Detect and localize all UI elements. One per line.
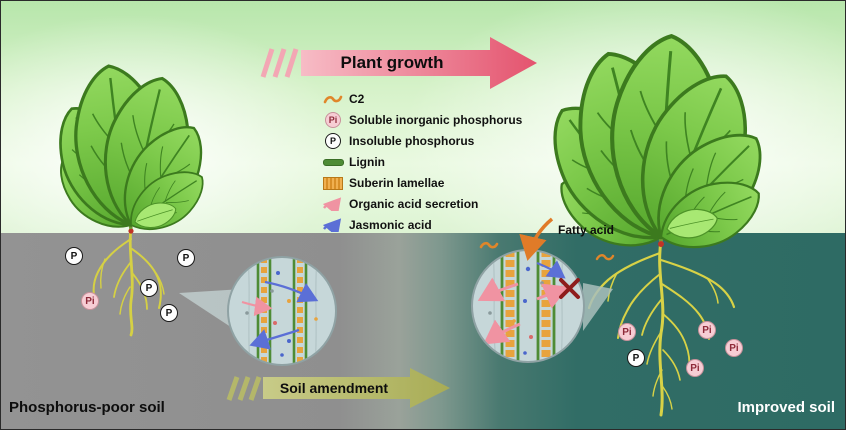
organic-acid-arrow	[483, 319, 521, 345]
jasmonic-acid-arrow	[249, 328, 300, 350]
legend-label: Organic acid secretion	[349, 197, 479, 211]
legend-item-suberin: Suberin lamellae	[321, 175, 522, 191]
right-root-inset	[471, 249, 585, 363]
left-root-inset	[227, 256, 337, 366]
plant-growth-label: Plant growth	[340, 53, 444, 72]
left-plant	[39, 58, 222, 245]
pi-circle-icon: Pi	[325, 112, 341, 128]
organic-acid-arrow	[536, 283, 569, 309]
particle-soluble-pi: Pi	[618, 323, 636, 341]
organic-acid-arrow	[477, 277, 519, 302]
particle-insoluble-p: P	[140, 279, 158, 297]
legend: C2 Pi Soluble inorganic phosphorus P Ins…	[321, 91, 522, 238]
jasmonic-acid-arrow	[264, 280, 319, 303]
c2-squiggle	[595, 254, 615, 261]
legend-label: Soluble inorganic phosphorus	[349, 113, 523, 127]
soil-amendment-arrow	[226, 368, 450, 408]
suberin-bar-icon	[323, 176, 343, 190]
particle-insoluble-p: P	[160, 304, 178, 322]
p-circle-icon: P	[325, 133, 341, 149]
lignin-bar-icon	[322, 158, 344, 166]
particle-insoluble-p: P	[177, 249, 195, 267]
particle-soluble-pi: Pi	[698, 321, 716, 339]
phosphorus-poor-soil-label: Phosphorus-poor soil	[9, 399, 165, 416]
c2-icon	[321, 93, 345, 105]
jasmonic-acid-arrow-icon	[321, 218, 345, 232]
particle-soluble-pi: Pi	[725, 339, 743, 357]
legend-item-soluble-phosphorus: Pi Soluble inorganic phosphorus	[321, 112, 522, 128]
jasmonic-acid-arrow	[536, 260, 566, 279]
legend-item-jasmonic-acid: Jasmonic acid	[321, 217, 522, 233]
fatty-acid-label: Fatty acid	[558, 223, 615, 237]
left-root-crown-dot	[128, 228, 134, 234]
improved-soil-label: Improved soil	[737, 399, 835, 416]
plant-growth-arrow	[260, 37, 537, 89]
legend-label: Suberin lamellae	[349, 176, 445, 190]
legend-item-organic-acid: Organic acid secretion	[321, 196, 522, 212]
legend-item-c2: C2	[321, 91, 522, 107]
particle-soluble-pi: Pi	[686, 359, 704, 377]
legend-label: Jasmonic acid	[349, 218, 432, 232]
c2-squiggle	[479, 241, 499, 249]
soil-amendment-label: Soil amendment	[279, 380, 389, 396]
legend-label: Lignin	[349, 155, 385, 169]
legend-item-insoluble-phosphorus: P Insoluble phosphorus	[321, 133, 522, 149]
legend-label: Insoluble phosphorus	[349, 134, 475, 148]
left-inset-callout-wedge	[179, 289, 243, 335]
organic-acid-arrow	[241, 296, 273, 317]
particle-soluble-pi: Pi	[81, 292, 99, 310]
right-root-crown-dot	[658, 241, 664, 247]
particle-insoluble-p: P	[627, 349, 645, 367]
blocked-x-icon	[559, 278, 580, 299]
organic-acid-arrow-icon	[321, 197, 345, 211]
right-plant	[526, 33, 785, 266]
legend-item-lignin: Lignin	[321, 154, 522, 170]
fatty-acid-arrow	[519, 217, 554, 261]
right-inset-callout-wedge	[583, 283, 613, 331]
legend-label: C2	[349, 92, 365, 106]
particle-insoluble-p: P	[65, 247, 83, 265]
